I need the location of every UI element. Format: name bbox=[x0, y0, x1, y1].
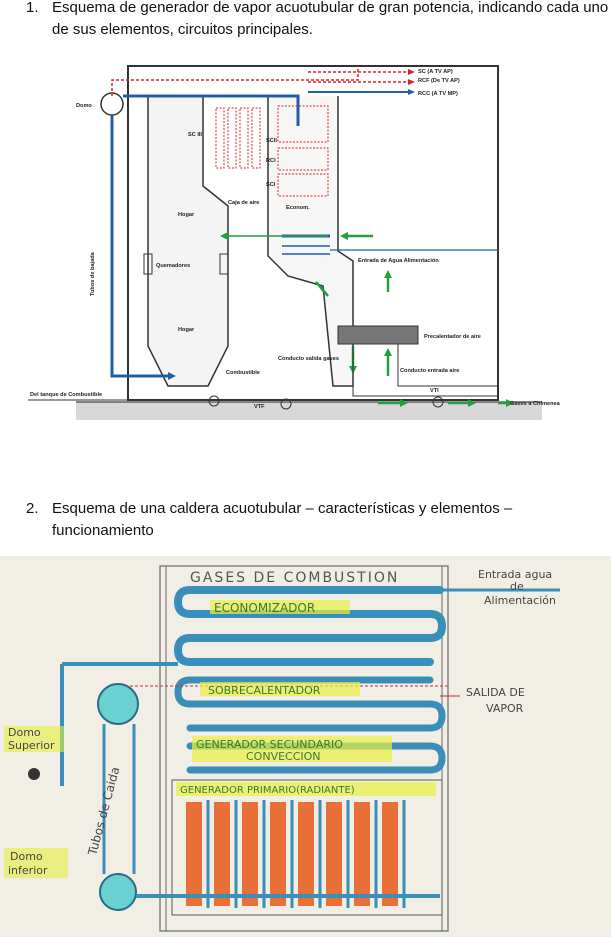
label-rcc-tv-mp: RCC (A TV MP) bbox=[418, 91, 458, 97]
label-hogar-top: Hogar bbox=[178, 212, 195, 218]
label-econom: Econom. bbox=[286, 205, 310, 211]
fuel-pump bbox=[208, 395, 220, 407]
list-number: 2. bbox=[26, 500, 39, 517]
fan-vtf bbox=[280, 398, 292, 410]
sc3-coils bbox=[215, 107, 261, 169]
label-salida-vapor-1: SALIDA DE bbox=[466, 686, 525, 699]
lower-drum bbox=[99, 873, 137, 911]
flames bbox=[186, 802, 398, 906]
fan-vti bbox=[432, 396, 444, 408]
radiant-section bbox=[171, 779, 443, 916]
list-text: Esquema de generador de vapor acuotubula… bbox=[52, 0, 609, 38]
label-entrada-agua-2: de bbox=[510, 580, 524, 593]
secondary-generator-tubes bbox=[186, 742, 446, 774]
boiler-schematic-figure: Domo Entrada de Agua Alimentación SC (A … bbox=[28, 56, 574, 436]
ground-hatch bbox=[76, 402, 542, 420]
label-vti: VTI bbox=[430, 388, 439, 394]
water-line-top bbox=[123, 94, 300, 126]
label-entrada-agua-3: Alimentación bbox=[484, 594, 556, 607]
list-number: 1. bbox=[26, 0, 39, 16]
label-conducto-salida: Conducto salida gases bbox=[278, 356, 339, 362]
steam-line-top bbox=[111, 66, 359, 96]
air-preheater bbox=[337, 325, 419, 345]
label-entrada-agua-1: Entrada agua bbox=[478, 568, 552, 581]
label-generador-sec-2: CONVECCION bbox=[246, 750, 321, 763]
structure-frame bbox=[127, 65, 499, 401]
label-economizador: ECONOMIZADOR bbox=[214, 601, 315, 615]
dome-drum bbox=[100, 92, 124, 116]
label-domo-inf-2: inferior bbox=[8, 864, 48, 877]
label-vtf: VTF bbox=[254, 404, 265, 410]
downcomer-tube bbox=[110, 115, 168, 378]
list-text: Esquema de una caldera acuotubular – car… bbox=[52, 500, 513, 539]
label-generador-sec-1: GENERADOR SECUNDARIO bbox=[196, 738, 343, 751]
boiler-casing bbox=[159, 565, 449, 932]
label-gases-chimenea: Gases a Chimenea bbox=[510, 401, 561, 407]
boiler-schematic-svg: Domo Entrada de Agua Alimentación SC (A … bbox=[28, 65, 561, 420]
label-sc2: SCII bbox=[266, 138, 277, 144]
label-domo-inf-1: Domo bbox=[10, 850, 43, 863]
binder-hole bbox=[28, 768, 40, 780]
label-salida-vapor-2: VAPOR bbox=[486, 702, 524, 715]
label-sc-tv-ap: SC (A TV AP) bbox=[418, 69, 453, 75]
furnace-outline bbox=[147, 95, 229, 387]
upper-drum bbox=[97, 683, 139, 725]
label-gases: GASES DE COMBUSTION bbox=[190, 570, 399, 586]
label-tanque: Del tanque de Combustible bbox=[30, 392, 102, 398]
backpass-outline bbox=[267, 96, 354, 387]
label-hogar-bottom: Hogar bbox=[178, 327, 195, 333]
label-domo-sup-1: Domo bbox=[8, 726, 41, 739]
economizer-tubes bbox=[173, 586, 447, 666]
label-quemadores: Quemadores bbox=[156, 263, 190, 269]
label-rci: RCI bbox=[266, 158, 276, 164]
label-sci: SCI bbox=[266, 182, 276, 188]
label-caja-aire: Caja de aire bbox=[228, 200, 259, 206]
label-domo: Domo bbox=[76, 103, 92, 109]
backpass-coils bbox=[277, 105, 329, 197]
label-sc3: SC III bbox=[188, 132, 202, 138]
hand-drawn-boiler-svg: GASES DE COMBUSTION ECONOMIZADOR Entrada… bbox=[0, 556, 611, 937]
hand-drawn-boiler-figure: GASES DE COMBUSTION ECONOMIZADOR Entrada… bbox=[0, 556, 611, 937]
label-entrada-agua: Entrada de Agua Alimentación bbox=[358, 258, 439, 264]
label-sobrecalentador: SOBRECALENTADOR bbox=[208, 684, 321, 697]
label-combustible: Combustible bbox=[226, 370, 260, 376]
label-generador-pri: GENERADOR PRIMARIO(RADIANTE) bbox=[180, 785, 355, 796]
label-rcf-tv-ap: RCF (De TV AP) bbox=[418, 78, 460, 84]
superheater-tubes bbox=[174, 676, 446, 732]
label-tubos-bajada: Tubos de bajada bbox=[90, 251, 96, 296]
label-domo-sup-2: Superior bbox=[8, 739, 55, 752]
riser-tubes bbox=[206, 800, 406, 908]
label-precalentador: Precalentador de aire bbox=[424, 334, 481, 340]
label-conducto-entrada: Conducto entrada aire bbox=[400, 368, 459, 374]
